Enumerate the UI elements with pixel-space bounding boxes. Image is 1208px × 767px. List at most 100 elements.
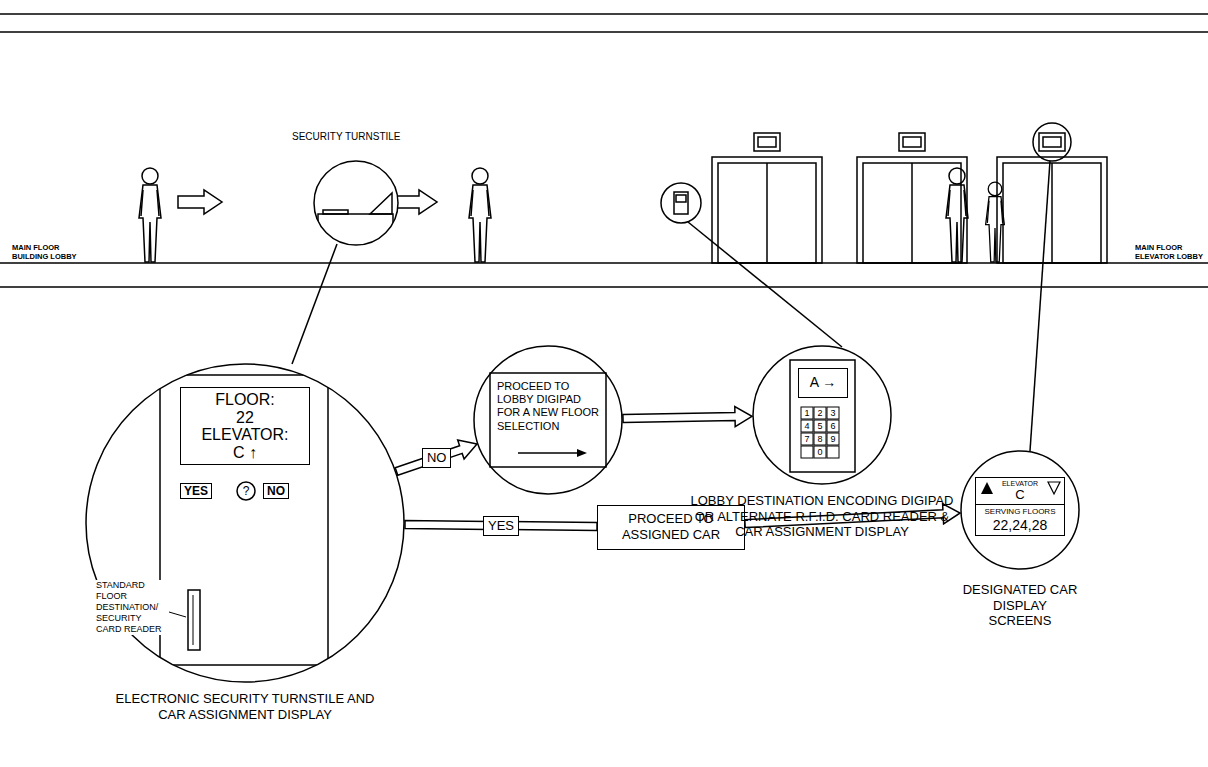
drawing-stroke — [814, 420, 826, 432]
drawing-stroke — [712, 157, 822, 263]
leader-line — [1030, 161, 1050, 451]
node-text: C ↑ — [185, 444, 305, 462]
drawing-stroke — [801, 407, 813, 419]
elevator — [857, 133, 967, 263]
key-digit: 6 — [827, 420, 839, 432]
drawing-stroke — [577, 449, 587, 457]
leader-line — [292, 244, 337, 364]
drawing-stroke — [758, 137, 776, 147]
floor-line — [0, 286, 1208, 288]
drawing-stroke — [169, 612, 186, 617]
instruction-box: PROCEED TO ASSIGNED CAR — [597, 505, 745, 550]
caption: LOBBY DESTINATION ENCODING DIGIPAD OR AL… — [687, 493, 957, 540]
drawing-stroke — [766, 163, 768, 263]
drawing-stroke — [827, 420, 839, 432]
drawing-stroke — [790, 360, 855, 472]
node-text: YES — [184, 484, 208, 498]
key-digit: 2 — [814, 407, 826, 419]
node-text: PROCEED TO LOBBY DIGIPAD FOR A NEW FLOOR… — [497, 380, 605, 433]
callout-circle — [661, 183, 701, 223]
drawing-stroke — [814, 446, 826, 458]
turnstile — [318, 193, 393, 274]
help-button: ? — [236, 481, 256, 501]
person — [986, 182, 1005, 262]
flow-arrow — [623, 407, 752, 427]
node-text: C — [976, 488, 1064, 502]
key-digit: 4 — [801, 420, 813, 432]
drawing-stroke — [474, 346, 622, 494]
part-label: SECURITY TURNSTILE — [292, 131, 401, 143]
caption: ELECTRONIC SECURITY TURNSTILE AND CAR AS… — [110, 691, 380, 722]
edge-label: YES — [483, 516, 519, 536]
node-text: A → — [799, 369, 847, 396]
drawing-stroke — [370, 193, 392, 214]
part-label: STANDARD FLOOR DESTINATION/ SECURITY CAR… — [96, 580, 168, 635]
drawing-stroke — [754, 133, 780, 151]
button: NO — [263, 483, 289, 499]
drawing-stroke — [188, 590, 200, 650]
node-text: PROCEED TO ASSIGNED CAR — [606, 511, 736, 544]
leader-line — [688, 222, 842, 347]
border-line — [0, 13, 1208, 15]
drawing-stroke — [193, 595, 194, 645]
node-text: SERVING FLOORS — [976, 504, 1064, 517]
elevator — [997, 133, 1107, 263]
node-text: 22,24,28 — [976, 517, 1064, 533]
node-text: 22 — [185, 409, 305, 427]
drawing-stroke — [237, 482, 255, 500]
display-circle: DESIGNATED CAR DISPLAY SCREENSELEVATORCS… — [960, 450, 1080, 570]
drawing-stroke — [1003, 163, 1101, 263]
car-display-screen: ELEVATORC SERVING FLOORS22,24,28 — [975, 477, 1065, 536]
flow-arrow — [395, 440, 477, 475]
drawing-stroke — [911, 163, 913, 263]
person — [946, 168, 968, 262]
digipad-icon — [676, 195, 686, 202]
elevator — [712, 133, 822, 263]
drawing-stroke — [86, 364, 404, 682]
walk-arrow — [178, 190, 222, 214]
drawing-stroke — [1048, 482, 1060, 494]
drawing-stroke — [1051, 163, 1053, 263]
key-digit: 8 — [814, 433, 826, 445]
node-text: ? — [236, 481, 256, 501]
node-text: ELEVATOR — [976, 479, 1064, 488]
node-text: FLOOR: — [185, 391, 305, 409]
caption: DESIGNATED CAR DISPLAY SCREENS — [960, 582, 1080, 629]
key-digit: 0 — [814, 446, 826, 458]
digipad-icon — [674, 192, 688, 214]
drawing-stroke — [801, 446, 813, 458]
key-digit: 3 — [827, 407, 839, 419]
button: YES — [180, 483, 212, 499]
key-digit: 1 — [801, 407, 813, 419]
drawing-stroke — [718, 163, 816, 263]
drawing-stroke — [814, 433, 826, 445]
drawing-stroke — [903, 137, 921, 147]
detail-circle: ELECTRONIC SECURITY TURNSTILE AND CAR AS… — [85, 363, 405, 683]
person — [139, 168, 161, 262]
drawing-stroke — [827, 433, 839, 445]
drawing-stroke — [323, 210, 348, 214]
drawing-stroke — [981, 482, 993, 494]
callout-circle — [314, 161, 398, 245]
drawing-stroke — [827, 407, 839, 419]
key-digit: 5 — [814, 420, 826, 432]
callout-circle — [1033, 123, 1071, 161]
walk-arrow — [393, 190, 437, 214]
drawing-stroke — [753, 346, 891, 484]
drawing-stroke — [863, 163, 961, 263]
drawing-stroke — [518, 452, 577, 453]
display-screen: FLOOR:22ELEVATOR:C ↑ — [180, 387, 310, 465]
drawing-stroke — [827, 446, 839, 458]
area-label: MAIN FLOOR ELEVATOR LOBBY — [1135, 243, 1203, 261]
drawing-stroke — [814, 407, 826, 419]
drawing-stroke — [961, 451, 1079, 569]
key-digit: 7 — [801, 433, 813, 445]
drawing-stroke — [899, 133, 925, 151]
drawing-stroke — [801, 420, 813, 432]
message-circle: PROCEED TO LOBBY DIGIPAD FOR A NEW FLOOR… — [473, 345, 623, 495]
digipad-screen: A → — [798, 368, 848, 398]
person — [469, 168, 491, 262]
key-digit: 9 — [827, 433, 839, 445]
drawing-stroke — [997, 157, 1107, 263]
drawing-stroke — [160, 375, 328, 665]
